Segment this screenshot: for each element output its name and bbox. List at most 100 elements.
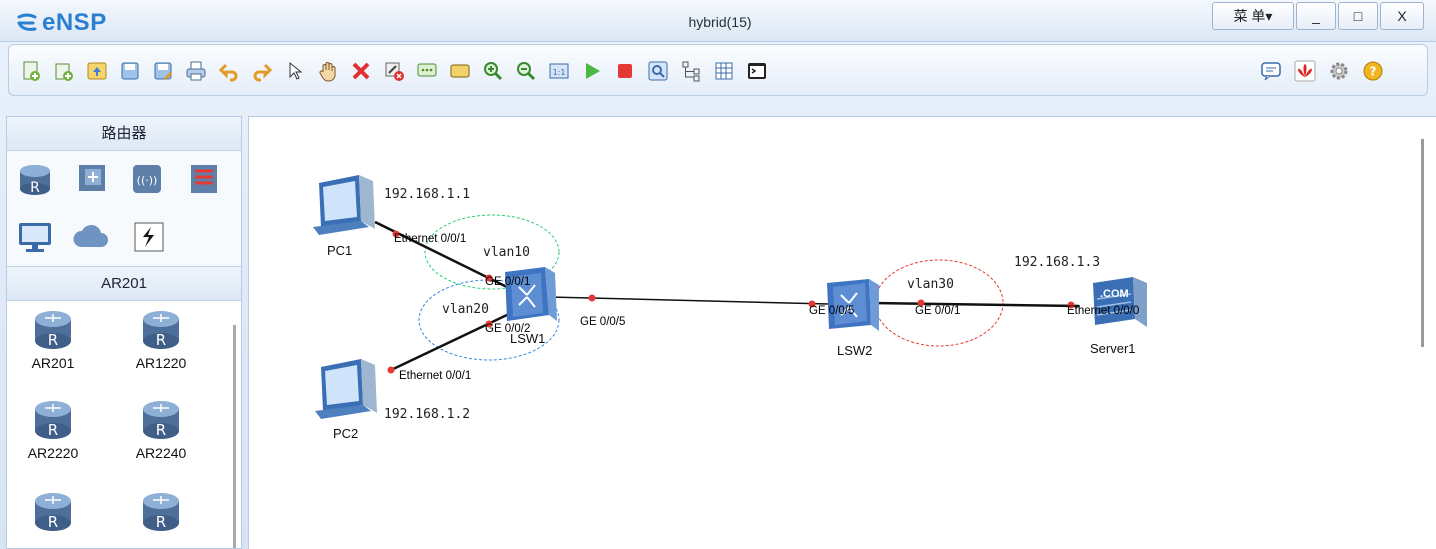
device-category-grid: R ((·)) — [7, 151, 241, 267]
pan-hand-icon[interactable] — [316, 59, 340, 83]
select-icon[interactable] — [283, 59, 307, 83]
model-label: AR201 — [31, 355, 75, 371]
port-dot — [808, 300, 816, 308]
model-router-5[interactable]: R — [13, 491, 93, 535]
lsw1-device[interactable] — [505, 267, 557, 321]
redo-icon[interactable] — [250, 59, 274, 83]
router-icon: R — [143, 311, 179, 349]
model-list: R AR201 R AR1220 R AR2220 R AR2240 R R — [7, 301, 241, 548]
zoom-in-icon[interactable] — [481, 59, 505, 83]
model-ar2240[interactable]: R AR2240 — [121, 399, 201, 461]
vlan30-ring — [874, 259, 1004, 347]
router-icon: R — [143, 493, 179, 531]
device-panel: 路由器 R ((·)) AR201 R AR201 R AR1220 R AR2… — [6, 116, 242, 549]
topology-icon[interactable] — [679, 59, 703, 83]
minimize-button[interactable]: _ — [1296, 2, 1336, 30]
server1-badge: .COM — [1100, 288, 1129, 300]
model-ar2220[interactable]: R AR2220 — [13, 399, 93, 461]
lsw2-name: LSW2 — [837, 343, 872, 358]
switch-category-icon[interactable] — [71, 159, 111, 199]
category-header: 路由器 — [7, 117, 241, 151]
svg-text:R: R — [156, 513, 166, 531]
app-name: eNSP — [42, 9, 107, 36]
server1-device[interactable] — [1093, 277, 1147, 327]
open-icon[interactable] — [85, 59, 109, 83]
model-ar201[interactable]: R AR201 — [13, 309, 93, 371]
console-icon[interactable] — [745, 59, 769, 83]
text-annotation-icon[interactable] — [415, 59, 439, 83]
pc-category-icon[interactable] — [15, 217, 55, 257]
svg-text:R: R — [48, 331, 58, 349]
canvas-scrollbar[interactable] — [1421, 139, 1424, 347]
server1-name: Server1 — [1090, 341, 1136, 356]
model-header: AR201 — [7, 267, 241, 301]
chat-icon[interactable] — [1259, 59, 1283, 83]
help-icon[interactable]: ? — [1361, 59, 1385, 83]
grid-icon[interactable] — [712, 59, 736, 83]
connection-category-icon[interactable] — [127, 217, 167, 257]
model-label: AR2240 — [135, 445, 187, 461]
pc1-port-label: Ethernet 0/0/1 — [394, 233, 466, 245]
svg-text:R: R — [30, 180, 40, 196]
save-icon[interactable] — [118, 59, 142, 83]
sidebar-scrollbar[interactable] — [233, 325, 236, 548]
model-label: AR1220 — [135, 355, 187, 371]
link-pc2-lsw1[interactable] — [388, 311, 512, 373]
maximize-button[interactable]: □ — [1338, 2, 1378, 30]
save-as-icon[interactable] — [151, 59, 175, 83]
link-lsw1-lsw2[interactable] — [548, 296, 830, 305]
vlan20-ring — [418, 279, 560, 361]
settings-icon[interactable] — [1327, 59, 1351, 83]
menu-button[interactable]: 菜 单▾ — [1212, 2, 1294, 30]
server1-port-label: Ethernet 0/0/0 — [1067, 305, 1139, 317]
new-example-icon[interactable] — [52, 59, 76, 83]
fit-to-window-icon[interactable]: 1:1 — [547, 59, 571, 83]
print-icon[interactable] — [184, 59, 208, 83]
topology-canvas[interactable]: 192.168.1.1 PC1 Ethernet 0/0/1 vlan10 GE… — [248, 116, 1436, 549]
port-dot — [392, 230, 400, 238]
close-button[interactable]: X — [1380, 2, 1424, 30]
stop-device-icon[interactable] — [613, 59, 637, 83]
lsw1-name: LSW1 — [510, 331, 545, 346]
link-lsw2-server1[interactable] — [868, 301, 1080, 308]
pc2-name: PC2 — [333, 426, 358, 441]
port-dot — [485, 274, 493, 282]
remove-connection-icon[interactable] — [382, 59, 406, 83]
router-icon: R — [35, 401, 71, 439]
lsw2-ge5-label: GE 0/0/5 — [809, 305, 854, 317]
router-icon: R — [35, 493, 71, 531]
model-label: AR2220 — [27, 445, 79, 461]
zoom-out-icon[interactable] — [514, 59, 538, 83]
start-device-icon[interactable] — [580, 59, 604, 83]
port-dot — [588, 294, 596, 302]
toolbar: 1:1 ? — [8, 44, 1428, 96]
capture-icon[interactable] — [646, 59, 670, 83]
topology-drawing: 192.168.1.1 PC1 Ethernet 0/0/1 vlan10 GE… — [313, 175, 1147, 441]
port-dot — [917, 299, 925, 307]
model-ar1220[interactable]: R AR1220 — [121, 309, 201, 371]
app-logo: eNSP — [16, 9, 107, 36]
wireless-category-icon[interactable]: ((·)) — [127, 159, 167, 199]
window-title: hybrid(15) — [688, 14, 752, 30]
svg-text:R: R — [48, 513, 58, 531]
undo-icon[interactable] — [217, 59, 241, 83]
router-icon: R — [35, 311, 71, 349]
port-dot — [1067, 301, 1075, 309]
svg-text:((·)): ((·)) — [137, 174, 158, 187]
pc1-name: PC1 — [327, 243, 352, 258]
pc2-device[interactable] — [315, 359, 377, 419]
router-category-icon[interactable]: R — [15, 159, 55, 199]
pc1-device[interactable] — [313, 175, 375, 235]
svg-text:?: ? — [1370, 65, 1377, 79]
vlan10-label: vlan10 — [483, 245, 530, 260]
rectangle-icon[interactable] — [448, 59, 472, 83]
cloud-category-icon[interactable] — [71, 217, 111, 257]
model-router-6[interactable]: R — [121, 491, 201, 535]
new-topology-icon[interactable] — [19, 59, 43, 83]
firewall-category-icon[interactable] — [183, 159, 223, 199]
lsw2-device[interactable] — [827, 279, 879, 331]
huawei-icon[interactable] — [1293, 59, 1317, 83]
vlan30-label: vlan30 — [907, 277, 954, 292]
delete-icon[interactable] — [349, 59, 373, 83]
title-bar: eNSP hybrid(15) 菜 单▾ _ □ X — [0, 0, 1436, 42]
